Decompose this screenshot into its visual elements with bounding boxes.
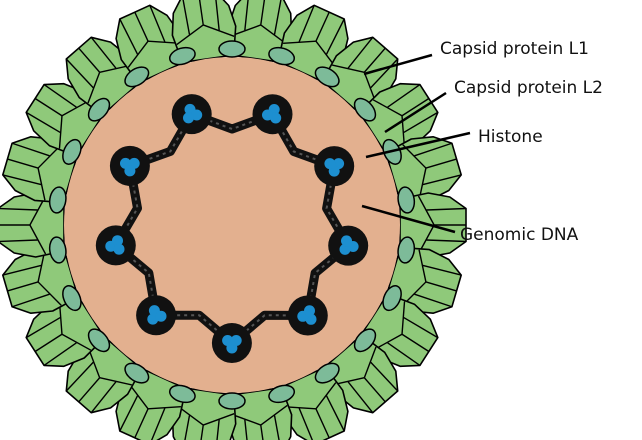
histone <box>288 296 328 336</box>
histone-core-lobe <box>231 335 242 346</box>
histone-core-lobe <box>304 305 315 316</box>
histone <box>172 94 212 134</box>
histone-core-lobe <box>156 311 167 322</box>
histone-core-lobe <box>124 165 135 176</box>
histone <box>253 94 293 134</box>
histone-core-lobe <box>183 112 194 123</box>
histone-core-lobe <box>324 158 335 169</box>
capsid-l2-protein <box>219 41 245 57</box>
histone <box>110 146 150 186</box>
histone-core-lobe <box>262 110 273 121</box>
histone <box>314 146 354 186</box>
histone-core-lobe <box>114 244 125 255</box>
histone <box>136 295 176 335</box>
label-genomic-dna: Genomic DNA <box>460 225 579 245</box>
histone <box>328 226 368 266</box>
capsid-l2-protein <box>219 393 245 409</box>
label-histone: Histone <box>478 127 543 147</box>
label-capsid-l2: Capsid protein L2 <box>454 78 603 98</box>
histone-core-lobe <box>341 235 352 246</box>
label-capsid-l1: Capsid protein L1 <box>440 39 589 59</box>
histone <box>96 225 136 265</box>
histone <box>212 323 252 363</box>
